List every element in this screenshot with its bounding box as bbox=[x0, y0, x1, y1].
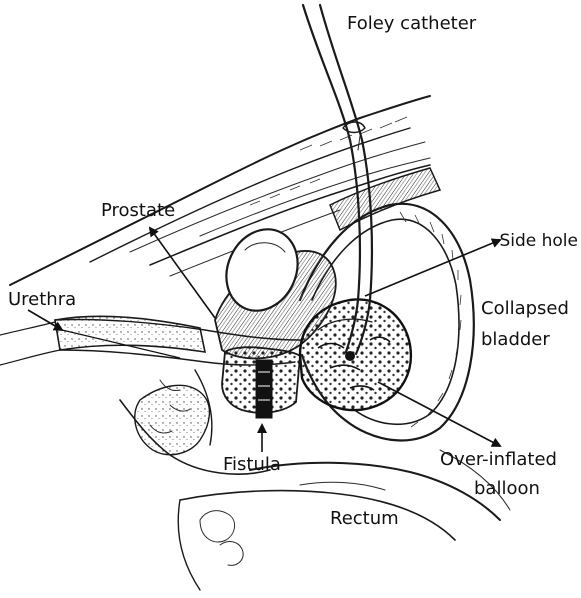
label-side-hole: Side hole bbox=[499, 231, 578, 251]
label-fistula: Fistula bbox=[223, 454, 281, 475]
label-urethra: Urethra bbox=[8, 289, 76, 310]
fistula-tract bbox=[222, 347, 300, 418]
side-hole-leader bbox=[365, 240, 500, 296]
label-foley-catheter: Foley catheter bbox=[347, 13, 477, 34]
label-over-inflated: Over-inflated bbox=[440, 449, 557, 470]
label-rectum: Rectum bbox=[330, 508, 399, 529]
label-balloon: balloon bbox=[474, 478, 540, 499]
label-collapsed: Collapsed bbox=[481, 298, 569, 319]
label-bladder: bladder bbox=[481, 329, 550, 350]
balloon-leader bbox=[378, 382, 500, 446]
label-prostate: Prostate bbox=[101, 200, 175, 221]
